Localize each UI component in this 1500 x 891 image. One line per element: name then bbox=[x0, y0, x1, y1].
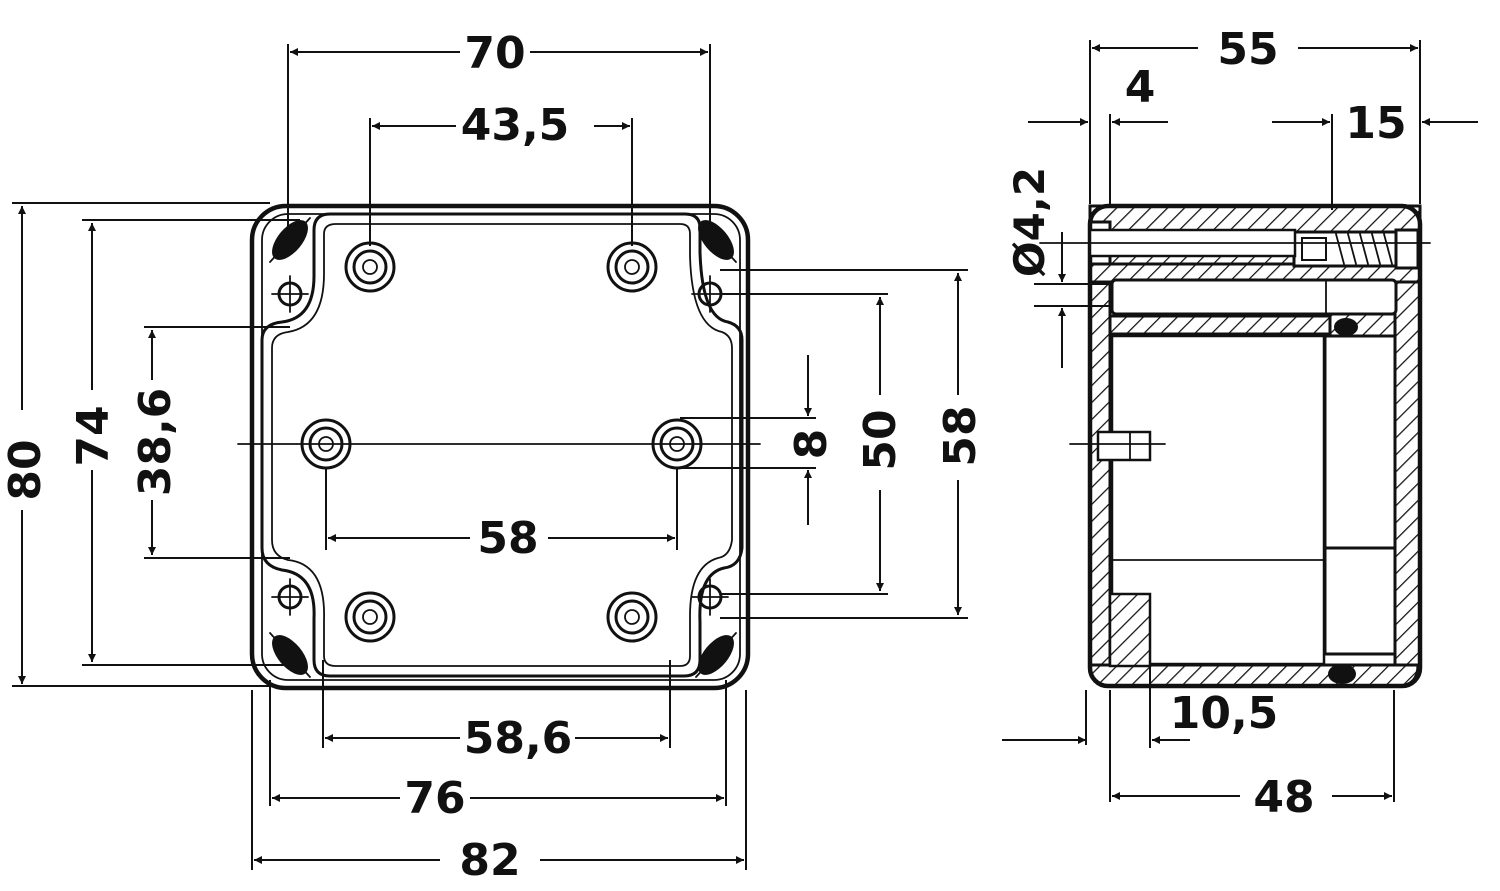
boss-bottom-left bbox=[344, 591, 396, 643]
inner-column bbox=[1323, 334, 1397, 656]
dim-width-15: 15 bbox=[1272, 98, 1478, 210]
gasket-outline-inner bbox=[271, 223, 733, 667]
mounting-hole-bottom-right bbox=[691, 578, 729, 616]
dim-label-80: 80 bbox=[0, 439, 51, 500]
housing-inner-band bbox=[1108, 314, 1342, 336]
housing-outline-inner bbox=[261, 213, 741, 681]
dim-label-58-vertical: 58 bbox=[935, 405, 986, 466]
dim-width-10-5: 10,5 bbox=[1002, 596, 1278, 802]
dim-diameter-4-2: Ø4,2 bbox=[1005, 167, 1110, 368]
dim-width-76: 76 bbox=[269, 680, 727, 824]
housing-wall-left bbox=[1088, 280, 1112, 667]
mounting-hole-bottom-left bbox=[271, 578, 309, 616]
dim-height-58: 58 bbox=[720, 269, 986, 619]
boss-top-left bbox=[344, 241, 396, 293]
dim-width-55: 55 bbox=[1089, 24, 1421, 204]
dim-label-55: 55 bbox=[1217, 24, 1278, 75]
dim-label-4: 4 bbox=[1125, 62, 1156, 113]
dim-label-diameter-4-2: Ø4,2 bbox=[1005, 167, 1054, 277]
corner-screw-top-right bbox=[695, 217, 737, 263]
dim-width-58-6: 58,6 bbox=[322, 660, 671, 764]
corner-screw-bottom-left bbox=[269, 632, 311, 678]
dim-label-58-6: 58,6 bbox=[464, 713, 573, 764]
side-boss bbox=[1096, 430, 1152, 462]
dim-label-38-6: 38,6 bbox=[130, 388, 181, 497]
dim-width-43-5: 43,5 bbox=[369, 100, 633, 246]
dim-height-8: 8 bbox=[680, 355, 837, 525]
lid-screw bbox=[1292, 228, 1420, 270]
dim-height-38-6: 38,6 bbox=[130, 326, 290, 559]
side-view: 55 4 15 Ø4,2 bbox=[1002, 24, 1478, 823]
dim-height-74: 74 bbox=[68, 219, 300, 666]
corner-screw-bottom-right bbox=[695, 632, 737, 678]
front-view: 70 43,5 80 74 bbox=[0, 28, 986, 886]
dim-width-58: 58 bbox=[325, 468, 678, 564]
boss-top-right bbox=[606, 241, 658, 293]
dim-height-50: 50 bbox=[720, 293, 906, 595]
dim-label-8: 8 bbox=[786, 429, 837, 460]
mounting-hole-top-left bbox=[271, 275, 309, 313]
dim-label-48: 48 bbox=[1253, 772, 1314, 823]
dim-width-82: 82 bbox=[251, 690, 747, 886]
side-outline bbox=[1087, 203, 1423, 689]
boss-bottom-right bbox=[606, 591, 658, 643]
dim-label-74: 74 bbox=[68, 405, 119, 466]
bottom-pillar bbox=[1108, 592, 1152, 668]
housing-wall-bottom bbox=[1088, 663, 1420, 688]
dim-width-48: 48 bbox=[1112, 690, 1395, 823]
seal-top bbox=[1334, 318, 1358, 336]
corner-screw-top-left bbox=[269, 217, 311, 263]
dim-label-70: 70 bbox=[464, 28, 525, 79]
housing-wall-right bbox=[1393, 280, 1422, 667]
housing-outline bbox=[249, 203, 751, 691]
dim-label-76: 76 bbox=[404, 773, 465, 824]
dim-width-4: 4 bbox=[1028, 62, 1168, 204]
dim-label-10-5: 10,5 bbox=[1170, 688, 1279, 739]
dim-width-70: 70 bbox=[287, 28, 711, 232]
dim-label-15: 15 bbox=[1345, 98, 1406, 149]
dim-label-58-horizontal: 58 bbox=[477, 513, 538, 564]
dim-label-43-5: 43,5 bbox=[461, 100, 570, 151]
dim-height-80: 80 bbox=[0, 202, 270, 687]
gasket-outline bbox=[260, 212, 744, 678]
dim-label-50: 50 bbox=[855, 409, 906, 470]
lid-rail bbox=[1110, 278, 1398, 316]
dim-label-82: 82 bbox=[459, 835, 520, 886]
seal-bottom bbox=[1328, 664, 1356, 684]
